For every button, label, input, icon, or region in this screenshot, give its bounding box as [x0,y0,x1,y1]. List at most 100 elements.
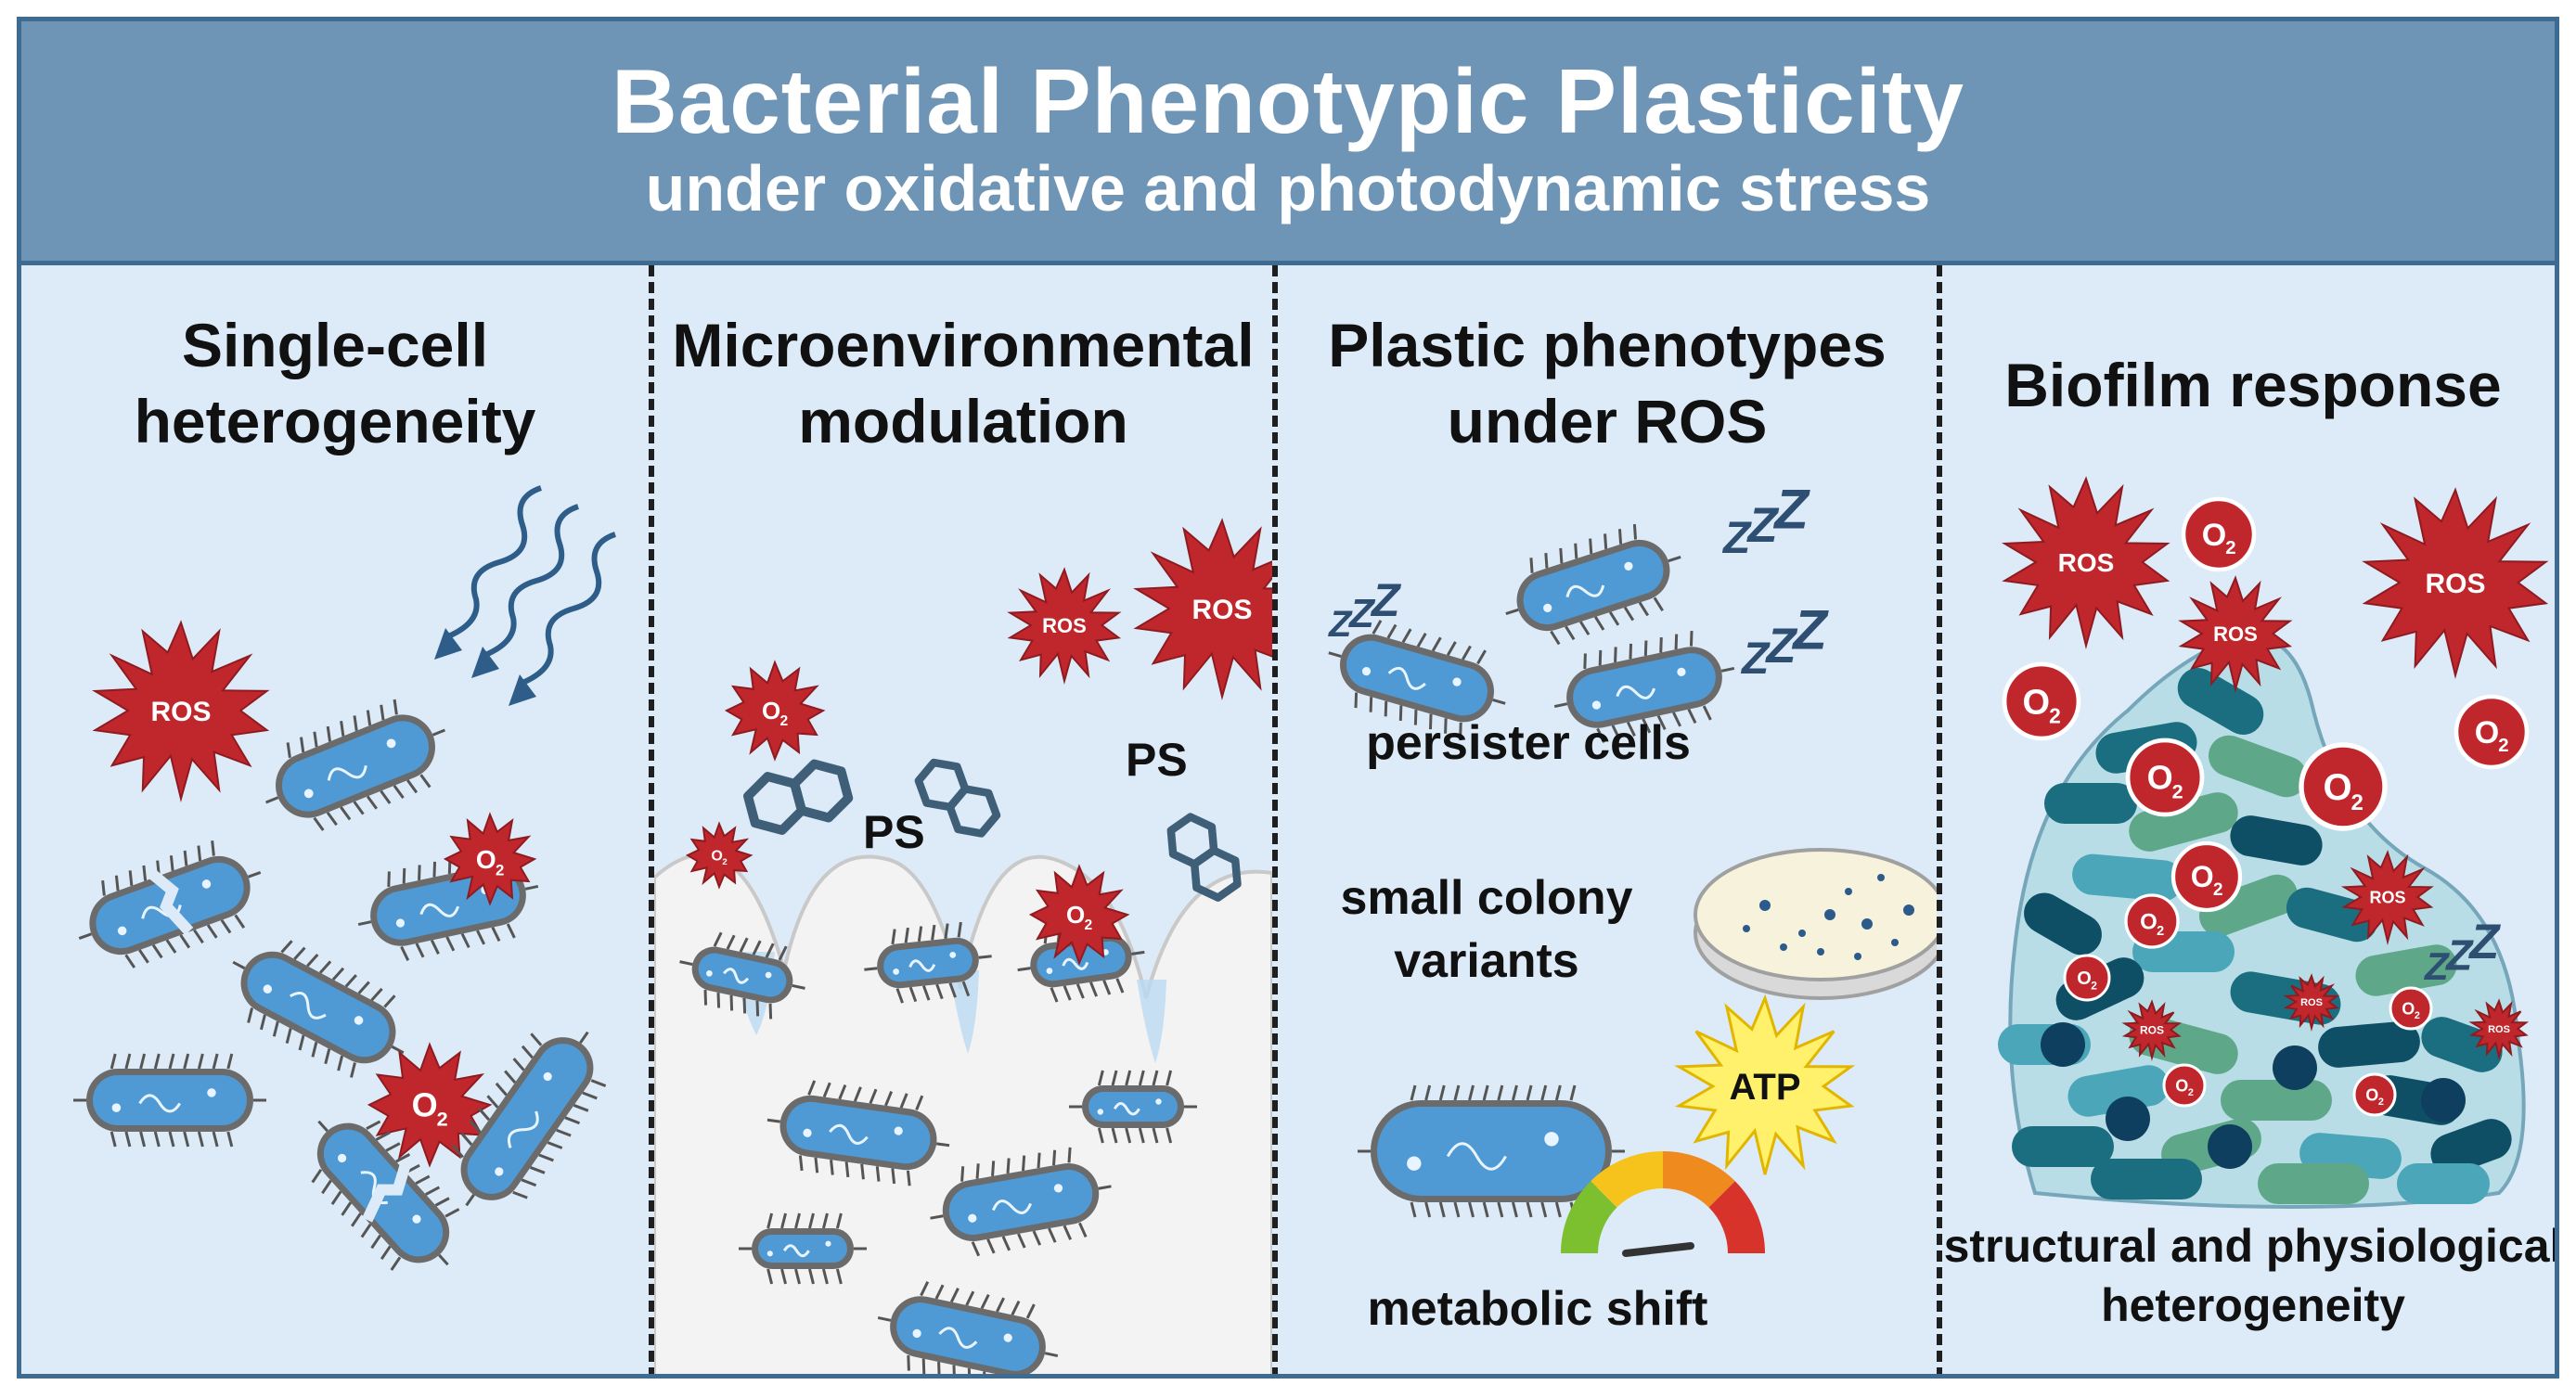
nucleoid-squiggle [829,1123,869,1145]
biofilm-cell-body [2318,1021,2420,1068]
o2-label: O [2402,999,2415,1018]
granule [263,984,273,994]
pilus [980,1293,990,1310]
pilus [1416,632,1427,648]
pilus [821,1212,829,1229]
bacterium-icon [232,940,405,1078]
atp-label: ATP [1729,1067,1800,1108]
pilus [366,1120,381,1130]
arrow-head [509,674,536,706]
pilus [1583,653,1587,669]
bacterium-body [758,1235,847,1263]
o2-subscript: 2 [2049,704,2061,728]
pilus [1720,666,1735,673]
pilus [1138,1070,1145,1086]
pilus [835,1268,843,1285]
coccus-cell [2421,1078,2466,1122]
o2-subscript: 2 [2378,1097,2384,1108]
pilus [1623,606,1635,622]
o2-subscript: 2 [2415,1010,2420,1021]
pilus [792,983,805,990]
ros-label: ROS [2369,888,2405,906]
ros-star-shape [2283,973,2340,1032]
ros-burst-icon: ROS [2468,998,2530,1060]
pilus [1453,1201,1461,1218]
pilus [451,1144,464,1159]
pilus [1497,1084,1504,1101]
biofilm-cell [2177,668,2264,735]
pilus [524,884,539,891]
pilus [556,1128,572,1137]
sleep-z: Z [1740,635,1771,684]
pilus [206,924,218,939]
pilus [393,784,405,800]
biofilm-cell [2044,783,2137,824]
pilus [1553,702,1568,709]
biofilm-cell-body [2397,1163,2490,1204]
o2-circle-shape [2125,737,2205,817]
granule [706,969,713,977]
o2-label: O [2191,860,2214,893]
pilus [1544,552,1549,569]
ros-star-shape [1133,518,1272,700]
pilus [935,1142,950,1148]
pilus [1604,533,1608,549]
pilus [1529,558,1534,573]
pilus [1444,718,1448,734]
ros-burst-icon: ROS [92,620,270,802]
biofilm-cell [2318,1021,2420,1068]
photosensitizer-icon [1166,813,1242,902]
pilus [808,1268,815,1285]
petri-dish-icon [1694,848,1937,1000]
pilus [1526,1084,1533,1101]
o2-label: O [2175,1076,2188,1095]
pilus [949,1288,960,1303]
ros-burst-icon: ROS [1133,518,1272,700]
biofilm-cell [2397,1163,2490,1204]
granule [395,918,406,928]
pilus [1428,713,1433,730]
pilus [1037,1152,1041,1169]
figure-frame: Bacterial Phenotypic Plasticity under ox… [17,17,2559,1379]
gauge-needle [1622,1242,1694,1257]
pilus [1626,721,1636,737]
pilus [391,1045,405,1055]
biofilm-cell [2430,1119,2512,1174]
biofilm-cell-body [2177,668,2264,735]
sleep-z: Z [1721,514,1752,563]
pilus [311,1042,318,1058]
o2-circle-shape [2181,496,2257,572]
pilus [1354,692,1359,709]
pilus [232,960,246,970]
granule [1452,677,1462,686]
bacterium-body [1377,1107,1605,1196]
pilus [1653,596,1664,612]
nucleoid-squiggle [722,968,750,984]
pilus [821,1268,829,1285]
o2-circle-shape [2002,661,2081,741]
bacterium-icon [1358,1084,1625,1218]
ros-star-shape [2178,575,2293,693]
pilus [390,1256,402,1271]
o2-label: O [412,1086,438,1124]
ros-star-shape [2362,487,2549,679]
pilus [822,1082,831,1098]
pilus [142,865,148,881]
ros-label: ROS [2140,1023,2164,1036]
pilus [1115,978,1125,994]
pilus [755,1000,760,1017]
pilus [1048,1227,1057,1243]
panel-title-line: Microenvironmental [672,311,1255,379]
sleep-z: Z [1764,619,1797,673]
pilus [168,1131,175,1148]
pilus [1050,987,1059,1003]
panel-title-line: Single-cell [181,311,489,379]
pilus [934,1284,945,1300]
ring [1190,846,1242,902]
colony-dot [1891,939,1899,946]
pilus [1643,640,1648,657]
